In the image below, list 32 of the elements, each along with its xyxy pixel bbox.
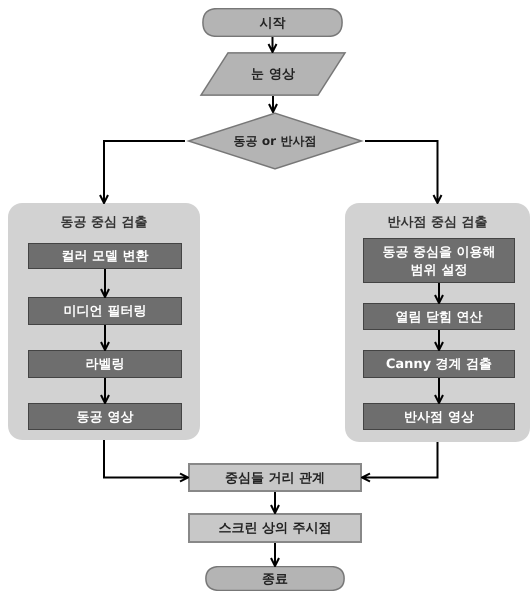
arrow: [268, 37, 278, 53]
process-box: 스크린 상의 주시점: [188, 513, 362, 543]
arrow: [361, 442, 438, 482]
arrow: [365, 140, 442, 204]
process-box: 동공 영상: [28, 403, 182, 430]
terminal-shape: 종료: [203, 566, 347, 591]
group-panel: [8, 203, 200, 440]
arrow: [100, 269, 110, 298]
process-box: 열림 닫힘 연산: [363, 303, 515, 330]
arrow: [434, 283, 444, 304]
process-box: 컬러 모델 변환: [28, 243, 182, 269]
arrow: [103, 440, 189, 482]
arrow: [434, 378, 444, 404]
process-box: Canny 경계 검출: [363, 350, 515, 378]
input-parallelogram: 눈 영상: [198, 52, 348, 96]
process-box: 라벨링: [28, 350, 182, 378]
terminal-shape: 시작: [200, 8, 345, 37]
group-heading: 반사점 중심 검출: [386, 214, 489, 231]
process-box: 동공 중심을 이용해 범위 설정: [363, 238, 515, 283]
arrow: [99, 140, 185, 204]
arrow: [270, 492, 280, 514]
group-panel: [345, 203, 530, 442]
process-box: 미디언 필터링: [28, 297, 182, 325]
arrow: [434, 330, 444, 351]
process-box: 중심들 거리 관계: [188, 463, 362, 492]
arrow: [268, 96, 278, 113]
arrow: [100, 378, 110, 404]
group-heading: 동공 중심 검출: [59, 214, 149, 231]
arrow: [100, 325, 110, 351]
process-box: 반사점 영상: [363, 403, 515, 430]
decision-diamond: 동공 or 반사점: [185, 112, 365, 170]
arrow: [270, 543, 280, 567]
